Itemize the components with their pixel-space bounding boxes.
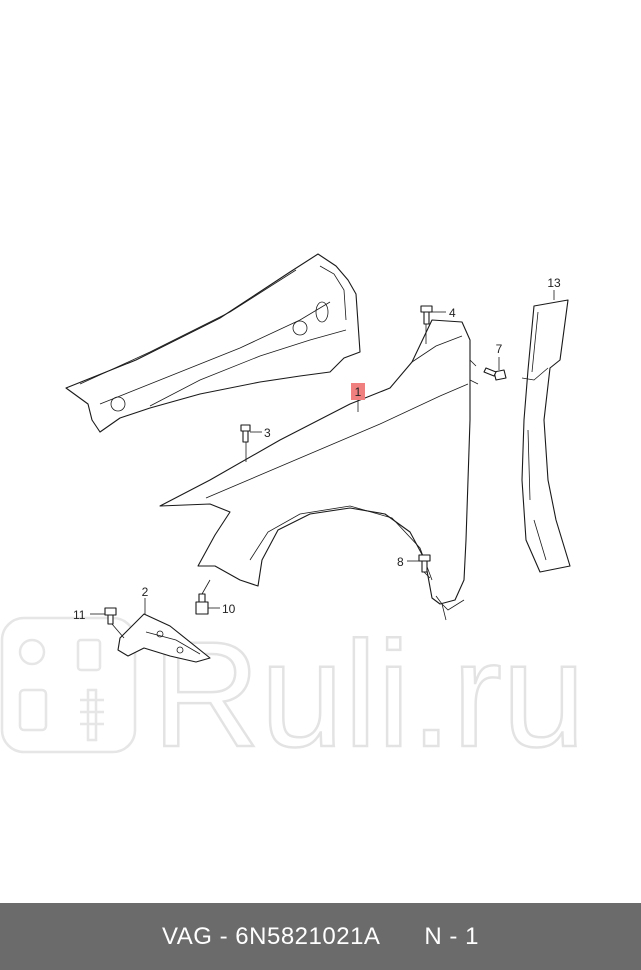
footer-separator: - (219, 922, 229, 950)
callout-13: 13 (547, 276, 561, 290)
watermark-text: Ruli.ru (152, 610, 585, 778)
callout-11: 11 (73, 608, 86, 622)
callout-2: 2 (142, 585, 149, 599)
footer-bar: VAG - 6N5821021A N - 1 (0, 903, 641, 970)
callout-7: 7 (496, 342, 503, 356)
callout-10: 10 (222, 602, 236, 616)
callout-4: 4 (449, 306, 456, 320)
callouts: 1 2 3 4 7 8 10 11 13 (73, 276, 561, 622)
callout-8: 8 (397, 555, 404, 569)
bolt-3 (240, 424, 251, 443)
leader-lines (90, 290, 555, 639)
part-1-fender (159, 319, 479, 611)
callout-3: 3 (264, 426, 271, 440)
watermark-logo-frame (0, 616, 137, 754)
part-13-seal (521, 299, 571, 573)
bolt-8 (418, 554, 431, 573)
footer-part-number: 6N5821021A (235, 922, 381, 950)
footer-position-label: N - 1 (424, 922, 479, 950)
parts-diagram: Ruli.ru (0, 253, 587, 779)
watermark: Ruli.ru (0, 609, 587, 779)
bolt-11 (104, 607, 117, 625)
bolt-4 (420, 305, 433, 325)
callout-1: 1 (355, 385, 362, 399)
callout-1-highlight (351, 383, 365, 400)
carrier-bracket (65, 253, 361, 433)
bolt-7 (483, 367, 507, 381)
bolt-10 (195, 593, 209, 615)
footer-brand: VAG (162, 922, 213, 950)
part-2-bracket (117, 613, 211, 663)
watermark-icons (18, 638, 104, 742)
